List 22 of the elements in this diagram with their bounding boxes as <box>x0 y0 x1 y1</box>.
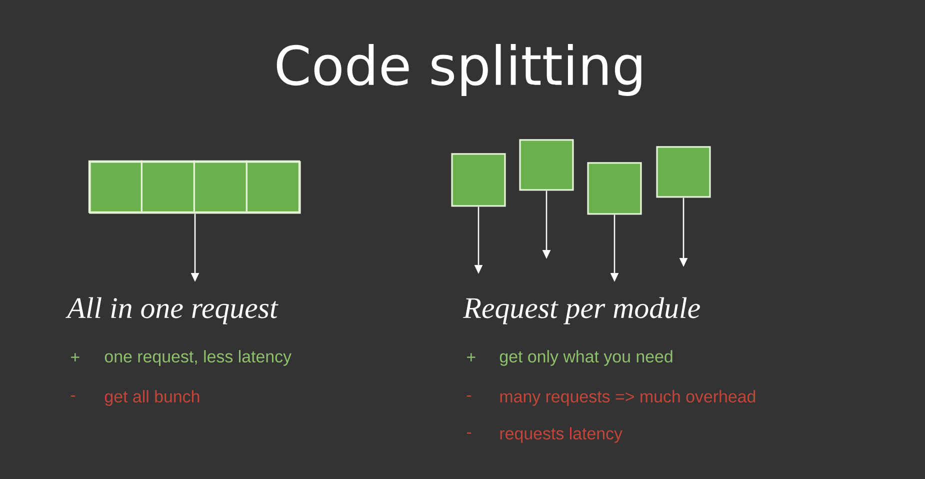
list-marker: - <box>70 395 76 397</box>
list-marker: + <box>467 353 476 362</box>
list-item: many requests => much overhead <box>500 390 756 406</box>
title: Code splitting <box>276 44 642 96</box>
heading: Request per module <box>463 297 700 324</box>
module-box <box>451 153 506 207</box>
module-box <box>656 146 711 198</box>
module-box <box>587 162 642 215</box>
list-item: get only what you need <box>500 350 672 366</box>
list-item: get all bunch <box>104 390 200 406</box>
module-box <box>88 160 143 213</box>
list-item: requests latency <box>500 427 622 443</box>
list-marker: - <box>466 432 472 434</box>
list-item: one request, less latency <box>104 350 292 366</box>
list-marker: + <box>71 353 80 362</box>
module-box <box>140 160 195 213</box>
module-box <box>519 139 574 191</box>
module-bar <box>89 161 301 214</box>
module-box <box>246 160 300 213</box>
list-marker: - <box>466 395 472 397</box>
module-box <box>193 160 248 213</box>
heading: All in one request <box>66 297 278 324</box>
